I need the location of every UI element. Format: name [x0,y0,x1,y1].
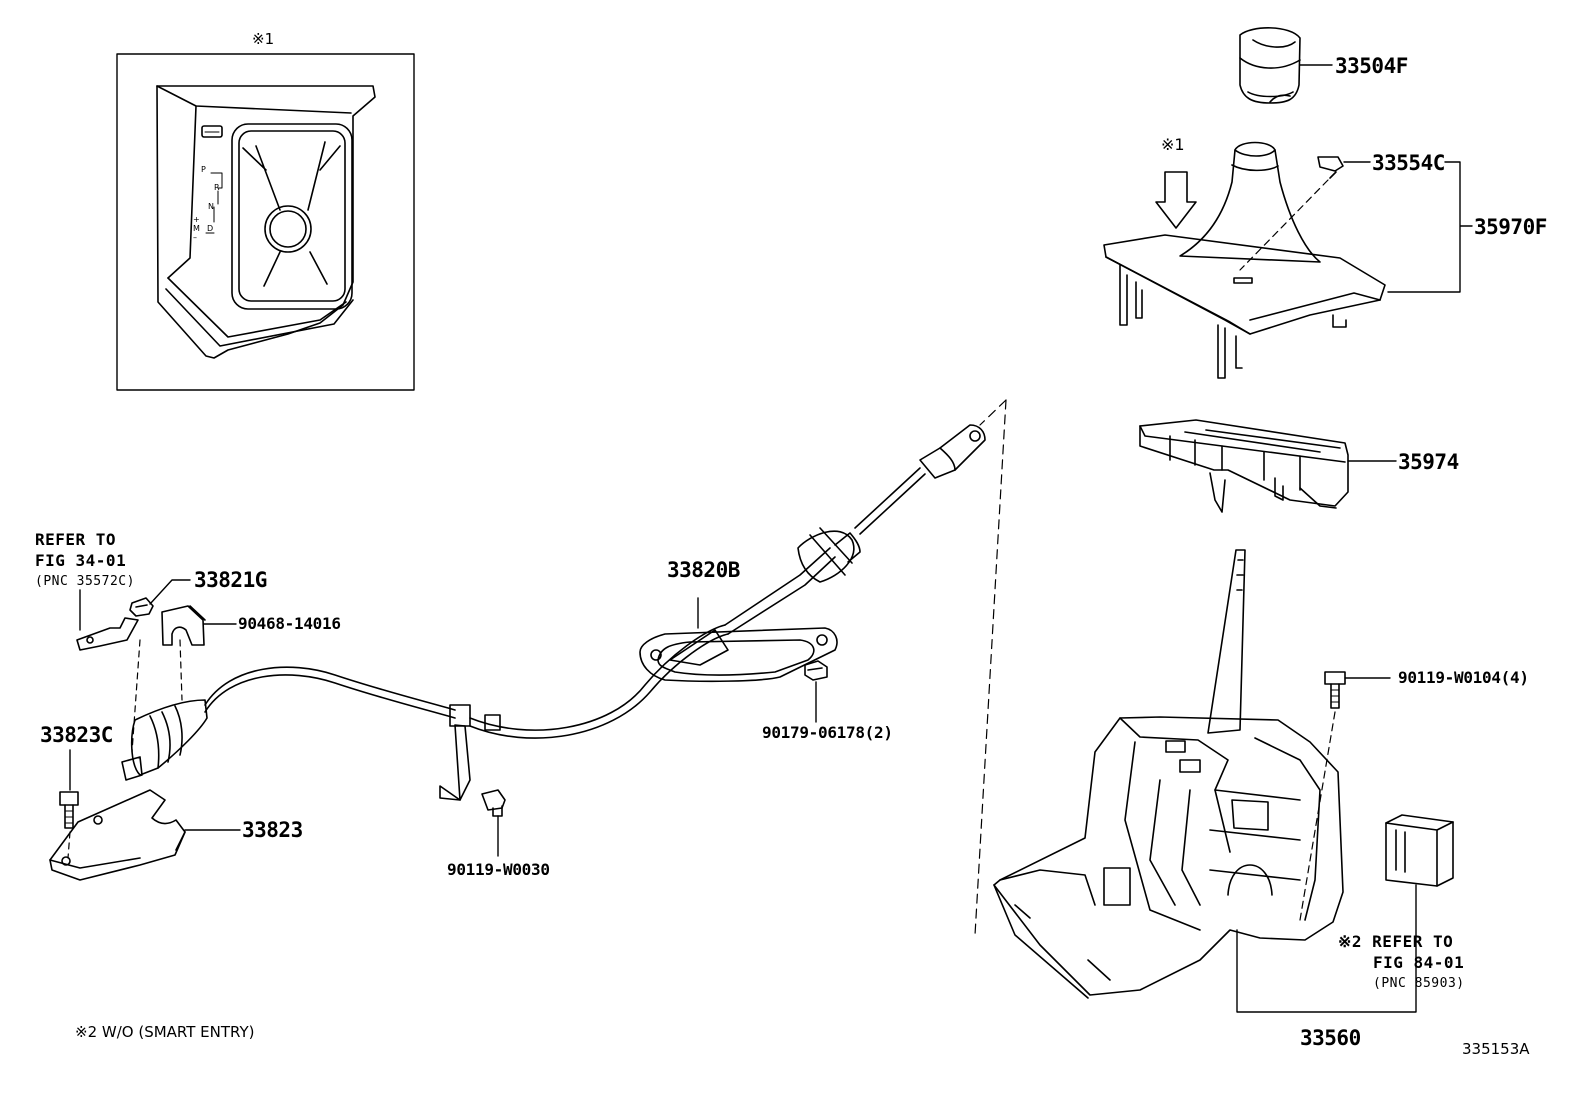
cable-end-boot-drawing [121,639,208,781]
bolt-90119-w0104-drawing [1299,671,1391,921]
bolt-33823c-drawing [59,749,79,859]
part-label-90179-06178: 90179-06178(2) [762,723,893,742]
nut-90179-drawing [804,660,828,723]
clip-90468-drawing [161,605,237,646]
gear-letter-plus: + [193,215,200,224]
part-label-33821g: 33821G [194,568,267,592]
part-label-33554c: 33554C [1372,151,1445,175]
nut-33821g-drawing [129,579,191,617]
part-label-90119-w0104: 90119-W0104(4) [1398,668,1529,687]
gear-letter-p: P [201,165,206,174]
shift-knob-drawing [1239,27,1333,104]
cable-bracket-33823-drawing [49,789,241,881]
inset-marker: ※1 [252,30,275,48]
cable-guide-line-a [974,399,1007,936]
shift-lever-console-drawing [1103,141,1473,379]
refer-right-line3: (PNC 85903) [1373,976,1465,991]
figure-code: 335153A [1462,1040,1530,1058]
shift-lever-assy-drawing [993,549,1417,1013]
cable-guide-line-b [979,399,1007,426]
part-label-33820b: 33820B [667,558,740,582]
part-label-90119-w0030: 90119-W0030 [447,860,550,879]
gear-letter-r: R [214,183,220,192]
part-label-33823: 33823 [242,818,303,842]
gear-letter-n: N [208,202,214,211]
refer-note-left: REFER TO FIG 34-01 (PNC 35572C) [35,529,135,592]
refer-right-line2: FIG 84-01 [1373,953,1465,972]
gear-letter-m: M [193,224,200,233]
part-label-33823c: 33823C [40,723,113,747]
gear-letter-d: D [207,224,214,233]
shift-panel-bezel-drawing [156,85,376,359]
inset-frame [116,53,415,391]
part-label-33560: 33560 [1300,1026,1361,1050]
refer-note-right: ※2 REFER TO FIG 84-01 (PNC 85903) [1338,931,1465,994]
refer-left-line1: REFER TO [35,530,117,549]
part-label-35974: 35974 [1398,450,1459,474]
part-label-90468-14016: 90468-14016 [238,614,341,633]
bracket-left-drawing [76,589,139,651]
position-indicator-plate-drawing [1139,419,1397,513]
part-label-35970f: 35970F [1474,215,1547,239]
refer-left-line2: FIG 34-01 [35,551,127,570]
console-marker: ※1 [1161,135,1185,154]
footnote-smart-entry: ※2 W/O (SMART ENTRY) [75,1023,255,1041]
bolt-90119-w0030-drawing [481,789,506,857]
shift-cable-drawing [204,424,986,801]
gear-letter-minus: – [193,233,197,242]
part-label-33504f: 33504F [1335,54,1408,78]
control-module-drawing [1385,814,1454,887]
refer-right-line1: ※2 REFER TO [1338,932,1454,951]
refer-left-line3: (PNC 35572C) [35,574,135,589]
